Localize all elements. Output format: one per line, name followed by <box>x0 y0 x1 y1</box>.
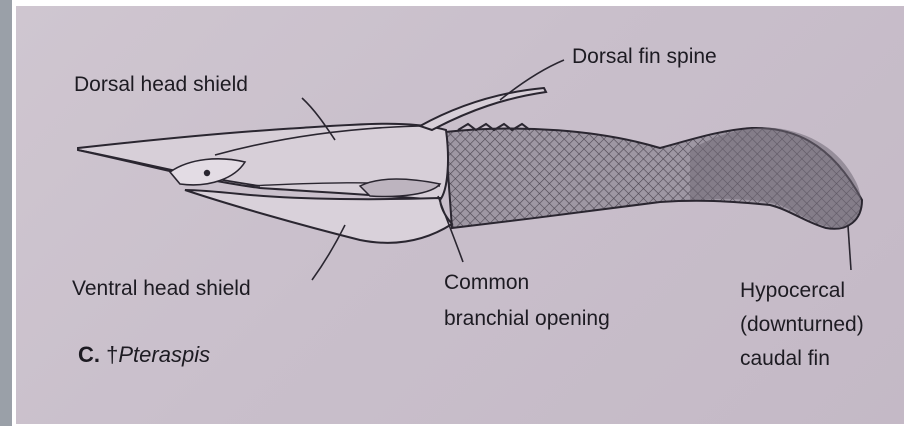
label-caudal-fin-line3: caudal fin <box>740 346 830 371</box>
eye <box>204 170 210 176</box>
leader-caudal-fin <box>848 226 851 270</box>
label-dorsal-fin-spine: Dorsal fin spine <box>572 44 717 69</box>
leader-ventral-head-shield <box>312 225 345 280</box>
label-caudal-fin-line2: (downturned) <box>740 312 864 337</box>
figure-caption: C. †Pteraspis <box>78 342 210 368</box>
dorsal-fin-spine-shape <box>420 88 546 130</box>
caption-genus: Pteraspis <box>118 342 210 367</box>
caption-letter: C. <box>78 342 100 367</box>
ventral-head-shield-shape <box>185 190 452 243</box>
label-caudal-fin-line1: Hypocercal <box>740 278 845 303</box>
caudal-fin-shape <box>690 128 861 228</box>
label-ventral-head-shield: Ventral head shield <box>72 276 251 301</box>
label-dorsal-head-shield: Dorsal head shield <box>74 72 248 97</box>
label-common-branchial-opening-line2: branchial opening <box>444 306 610 331</box>
label-common-branchial-opening-line1: Common <box>444 270 529 295</box>
caption-dagger: † <box>106 342 118 367</box>
